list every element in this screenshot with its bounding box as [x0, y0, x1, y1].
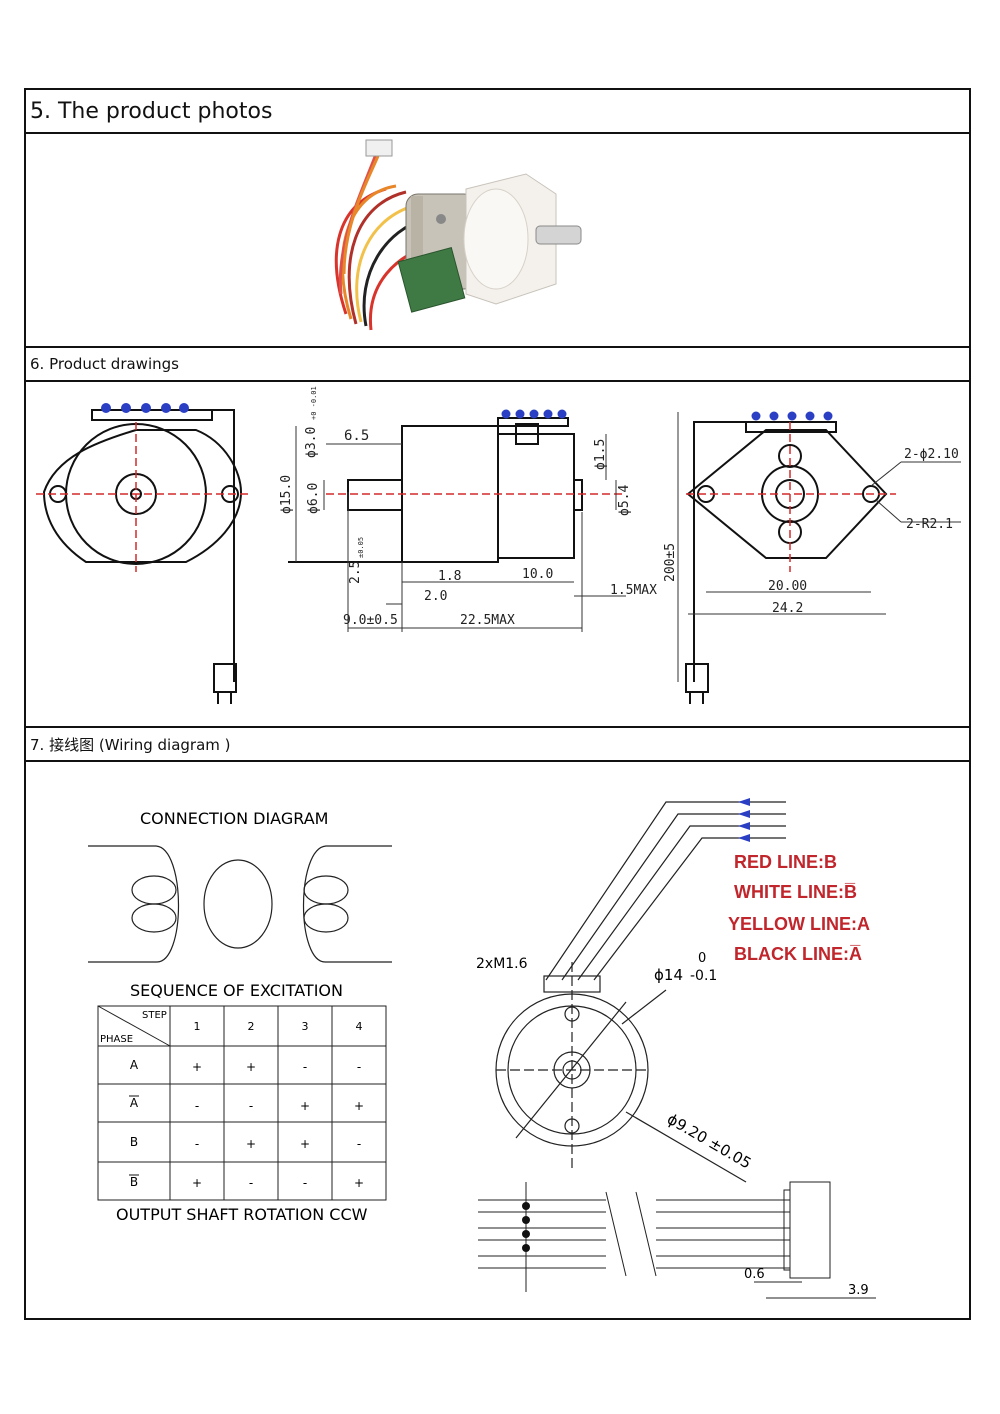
wire-label-yellow: YELLOW LINE:A — [728, 914, 870, 934]
step-header: 1 — [194, 1020, 201, 1033]
dim-24-2: 24.2 — [772, 601, 803, 616]
table-step-label: STEP — [142, 1010, 167, 1021]
side-view-drawing — [288, 417, 583, 563]
dim-20: 20.00 — [768, 579, 807, 594]
dim-hole: 2-ϕ2.10 — [904, 447, 959, 462]
table-cell: + — [300, 1137, 310, 1151]
dim-2-0: 2.0 — [424, 589, 447, 604]
table-footer: OUTPUT SHAFT ROTATION CCW — [116, 1205, 368, 1224]
table-cell: - — [249, 1099, 253, 1113]
dim-3-9: 3.9 — [848, 1283, 869, 1298]
product-photo-panel — [26, 134, 969, 346]
dim-2-5-tol: ±0.05 — [357, 537, 365, 558]
phase-label: A — [130, 1096, 139, 1110]
section-header-drawings: 6. Product drawings — [26, 346, 969, 382]
wire-label-black: BLACK LINE:A̅ — [734, 944, 862, 964]
section-title-drawings: 6. Product drawings — [30, 355, 179, 373]
dim-d5-4: ϕ5.4 — [617, 485, 632, 516]
dim-9: 9.0±0.5 — [343, 613, 398, 628]
step-header: 3 — [302, 1020, 309, 1033]
connection-title: CONNECTION DIAGRAM — [140, 809, 328, 828]
phase-label: B — [130, 1135, 138, 1149]
table-cell: - — [195, 1099, 199, 1113]
spec-sheet: 5. The product photos — [24, 88, 971, 1320]
dim-2-5: 2.5 — [348, 561, 363, 584]
step-header: 4 — [356, 1020, 363, 1033]
dim-d9-20: ϕ9.20 ±0.05 — [664, 1110, 754, 1173]
section-header-photos: 5. The product photos — [26, 90, 969, 134]
excitation-table — [97, 1005, 387, 1201]
table-cell: + — [354, 1176, 364, 1190]
table-cell: - — [357, 1060, 361, 1074]
table-cell: - — [357, 1137, 361, 1151]
dim-radius: 2-R2.1 — [906, 517, 953, 532]
dim-1-5max: 1.5MAX — [610, 583, 657, 598]
wiring-diagram-panel: CONNECTION DIAGRAM SEQUENCE OF EXCITATIO… — [26, 762, 969, 1320]
product-drawings: 6.5 ϕ3.0 +0 -0.01 ϕ15.0 ϕ6.0 ϕ1.5 ϕ5.4 2… — [36, 386, 961, 704]
dim-1-8: 1.8 — [438, 569, 461, 584]
dim-d3-tol: +0 -0.01 — [310, 386, 318, 420]
table-cell: + — [246, 1060, 256, 1074]
coil-diagram — [88, 845, 392, 963]
sequence-title: SEQUENCE OF EXCITATION — [130, 981, 343, 1000]
table-step-headers: 1 2 3 4 — [194, 1020, 363, 1033]
table-cell: - — [303, 1176, 307, 1190]
table-cell: + — [192, 1060, 202, 1074]
section-title-photos: 5. The product photos — [30, 98, 273, 124]
front-view-drawing — [42, 409, 243, 704]
table-cell: - — [303, 1060, 307, 1074]
table-phase-label: PHASE — [100, 1034, 133, 1045]
table-cell: + — [354, 1099, 364, 1113]
dim-0-6: 0.6 — [744, 1267, 765, 1282]
table-cell: + — [192, 1176, 202, 1190]
dim-22-5: 22.5MAX — [460, 613, 515, 628]
dim-d1-5: ϕ1.5 — [593, 439, 608, 470]
table-cell: - — [249, 1176, 253, 1190]
section-title-wiring: 7. 接线图 (Wiring diagram ) — [30, 735, 231, 754]
step-header: 2 — [248, 1020, 255, 1033]
table-cell: + — [246, 1137, 256, 1151]
phase-label: A — [130, 1058, 139, 1072]
dim-10: 10.0 — [522, 567, 553, 582]
dim-d6: ϕ6.0 — [306, 483, 321, 514]
rear-view-drawing — [685, 421, 888, 704]
table-cell: - — [195, 1137, 199, 1151]
dim-200: 200±5 — [663, 543, 678, 582]
wire-label-white: WHITE LINE:B̅ — [734, 882, 857, 902]
table-cell: + — [300, 1099, 310, 1113]
product-drawings-panel: 6.5 ϕ3.0 +0 -0.01 ϕ15.0 ϕ6.0 ϕ1.5 ϕ5.4 2… — [26, 382, 969, 726]
dim-d3: ϕ3.0 — [304, 427, 319, 458]
dim-6-5: 6.5 — [344, 428, 369, 444]
dim-d14-tol-bot: -0.1 — [690, 968, 717, 984]
section-header-wiring: 7. 接线图 (Wiring diagram ) — [26, 726, 969, 762]
wiring-diagram: CONNECTION DIAGRAM SEQUENCE OF EXCITATIO… — [88, 798, 876, 1299]
dim-screw: 2xM1.6 — [476, 956, 528, 972]
dim-d14: ϕ14 — [654, 966, 683, 984]
product-photo — [334, 139, 582, 331]
table-phase-rows: A A B B + + - - - - + + - + + - + - — [129, 1058, 364, 1190]
phase-label: B — [130, 1175, 138, 1189]
wire-legend: RED LINE:B WHITE LINE:B̅ YELLOW LINE:A B… — [728, 852, 870, 964]
wire-label-red: RED LINE:B — [734, 852, 837, 872]
dim-d15: ϕ15.0 — [279, 475, 294, 514]
dim-d14-tol-top: 0 — [698, 951, 706, 966]
ribbon-cable — [478, 1181, 876, 1299]
